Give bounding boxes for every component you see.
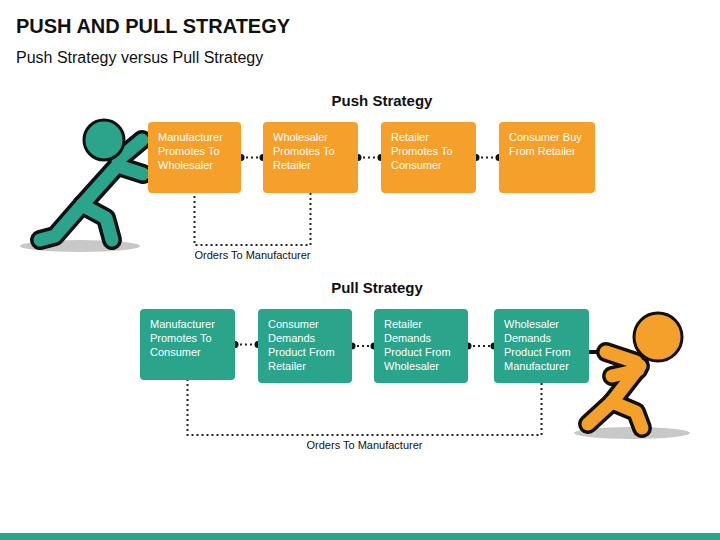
footer-bar	[0, 533, 720, 540]
box-text: Manufacturer Promotes To Consumer	[150, 317, 227, 359]
box-text: Manufacturer Promotes To Wholesaler	[158, 130, 233, 172]
box-text: Consumer Buy From Retailer	[509, 130, 587, 158]
section-heading: Pull Strategy	[331, 279, 423, 296]
edge-label: Orders To Manufacturer	[193, 249, 313, 261]
process-box: Manufacturer Promotes To Consumer	[140, 309, 235, 380]
box-text: Retailer Demands Product From Wholesaler	[384, 317, 460, 373]
pulling-figure	[574, 313, 690, 439]
dotted-connector	[188, 380, 542, 435]
process-box: Manufacturer Promotes To Wholesaler	[148, 122, 241, 193]
process-box: Consumer Demands Product From Retailer	[258, 309, 352, 383]
process-box: Retailer Demands Product From Wholesaler	[374, 309, 468, 383]
box-text: Wholesaler Demands Product From Manufact…	[504, 317, 581, 373]
process-box: Wholesaler Demands Product From Manufact…	[494, 309, 589, 383]
process-box: Wholesaler Promotes To Retailer	[263, 122, 358, 193]
section-heading: Push Strategy	[332, 92, 433, 109]
box-text: Consumer Demands Product From Retailer	[268, 317, 344, 373]
subtitle: Push Strategy versus Pull Strategy	[16, 49, 263, 67]
box-text: Wholesaler Promotes To Retailer	[273, 130, 350, 172]
dotted-connector	[468, 345, 494, 347]
box-text: Retailer Promotes To Consumer	[391, 130, 468, 172]
process-box: Consumer Buy From Retailer	[499, 122, 595, 193]
dotted-connector	[195, 193, 311, 245]
page-title: PUSH AND PULL STRATEGY	[16, 15, 290, 38]
process-box: Retailer Promotes To Consumer	[381, 122, 476, 193]
pushing-figure	[20, 120, 143, 252]
edge-label: Orders To Manufacturer	[305, 439, 425, 451]
